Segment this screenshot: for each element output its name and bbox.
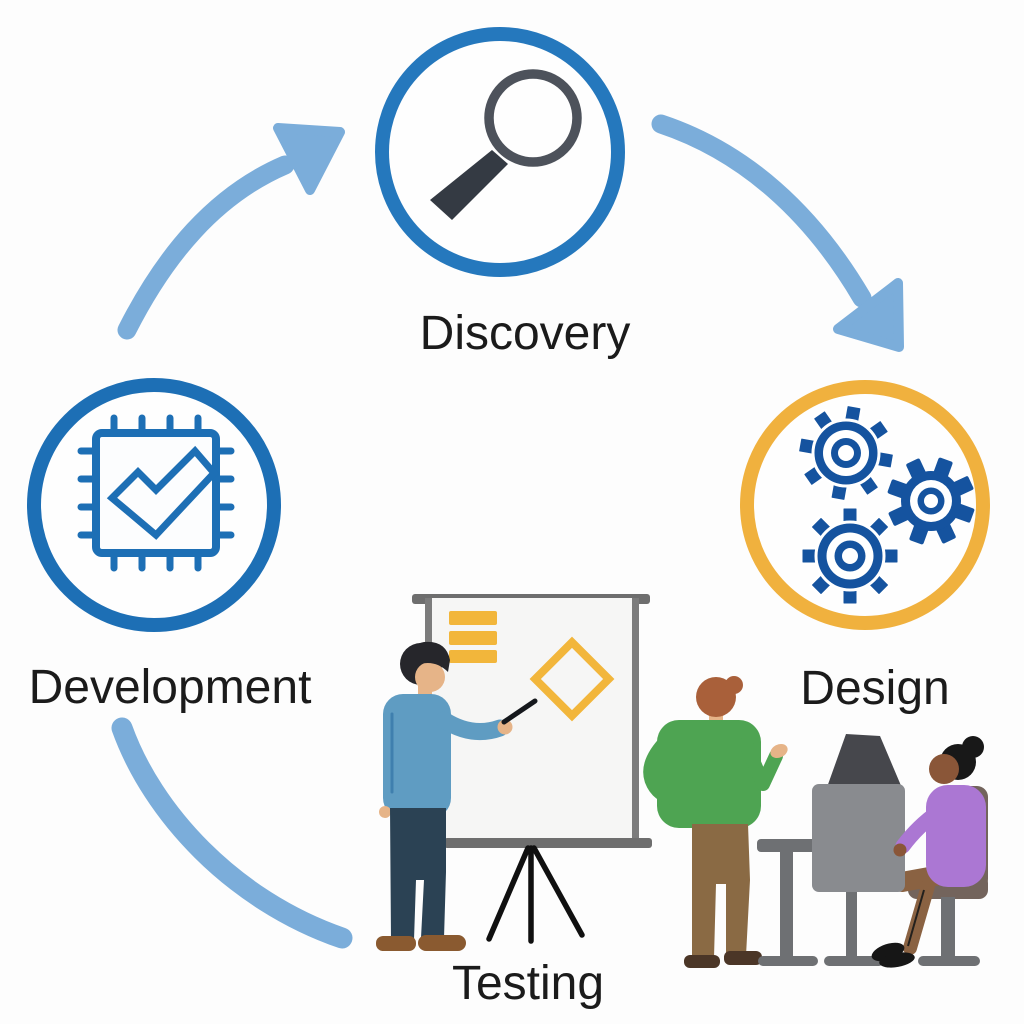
board-diamond-shape	[529, 636, 615, 722]
presenter-left-hand	[379, 806, 391, 818]
presenter-torso	[383, 694, 451, 818]
colleague-pants	[692, 824, 750, 958]
seated-shin	[903, 879, 935, 955]
presenter-hair-front	[403, 641, 450, 672]
board-tripod	[486, 845, 585, 944]
board-bottom-bar	[444, 838, 652, 848]
chair-foot	[918, 956, 980, 966]
desk-leg-right	[846, 852, 857, 958]
presenter-face	[415, 662, 445, 692]
seated-shoe-front	[879, 952, 915, 968]
gear-top-left	[796, 403, 896, 503]
chip-check-icon	[77, 414, 235, 572]
gear-bottom	[799, 505, 901, 607]
standing-colleague-figure	[643, 676, 788, 968]
pointer-stick	[501, 698, 538, 725]
desk-foot-left	[758, 956, 818, 966]
check-mark	[106, 445, 219, 540]
magnifier-icon	[430, 69, 582, 220]
laptop-back-panel	[812, 784, 905, 892]
stage-label-testing: Testing	[451, 957, 605, 1010]
chip-pins	[77, 414, 235, 572]
seated-torso	[926, 785, 986, 887]
design-node	[740, 380, 990, 630]
development-node	[27, 378, 281, 632]
laptop	[812, 734, 905, 892]
gears-icon	[796, 403, 975, 607]
magnifier-glass	[484, 69, 582, 167]
presenter-shoe-right	[418, 935, 466, 951]
chair-post	[941, 897, 955, 959]
discovery-node	[375, 27, 625, 277]
colleague-arm-akimbo	[643, 732, 684, 806]
seated-arm	[895, 804, 946, 854]
arrowhead-to-discovery	[273, 123, 345, 195]
magnifier-handle	[430, 150, 508, 220]
colleague-shoe-left	[684, 955, 720, 968]
seated-colleague-upper	[893, 736, 984, 857]
presenter-figure	[376, 641, 538, 951]
desk-foot-right	[824, 956, 884, 966]
arrows	[111, 114, 904, 949]
presenter-shoe-left	[376, 936, 416, 951]
stage-label-development: Development	[28, 661, 312, 714]
desk-leg-left	[780, 852, 793, 958]
seated-face	[929, 754, 959, 784]
arrowhead-to-design	[833, 278, 904, 352]
stage-label-discovery: Discovery	[419, 307, 631, 360]
presenter-arm	[435, 711, 509, 741]
colleague-hand	[770, 743, 788, 759]
laptop-screen	[826, 734, 902, 790]
gear-right	[887, 457, 975, 545]
arrow-discovery-to-design	[651, 114, 872, 308]
seated-hand	[893, 843, 907, 857]
colleague-torso	[657, 720, 761, 828]
colleague-shoe-right	[724, 951, 762, 965]
arrow-development-to-discovery	[117, 155, 295, 340]
testing-illustration	[376, 594, 988, 968]
stage-label-design: Design	[800, 662, 950, 715]
presenter-hand	[497, 719, 513, 735]
seated-pant-seam	[907, 889, 925, 947]
colleague-hair-quiff	[725, 676, 743, 694]
presenter-pants	[390, 808, 446, 940]
arc-development-to-testing	[111, 717, 353, 949]
board-right-frame	[632, 598, 639, 843]
seated-hair-bun	[962, 736, 984, 758]
board-bullet-bars	[449, 611, 497, 663]
colleague-arm-raised	[739, 737, 783, 791]
